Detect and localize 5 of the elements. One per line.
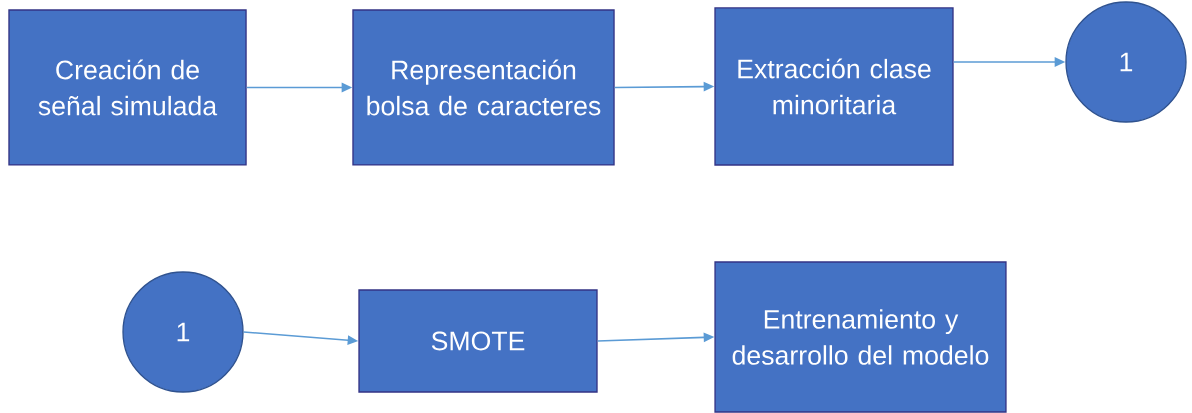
process-box: Creación de señal simulada [8, 9, 247, 166]
process-box: Extracción clase minoritaria [714, 7, 954, 166]
process-box: Entrenamiento y desarrollo del modelo [714, 261, 1007, 413]
process-box: Representación bolsa de caracteres [352, 9, 615, 166]
process-box: SMOTE [358, 289, 598, 393]
